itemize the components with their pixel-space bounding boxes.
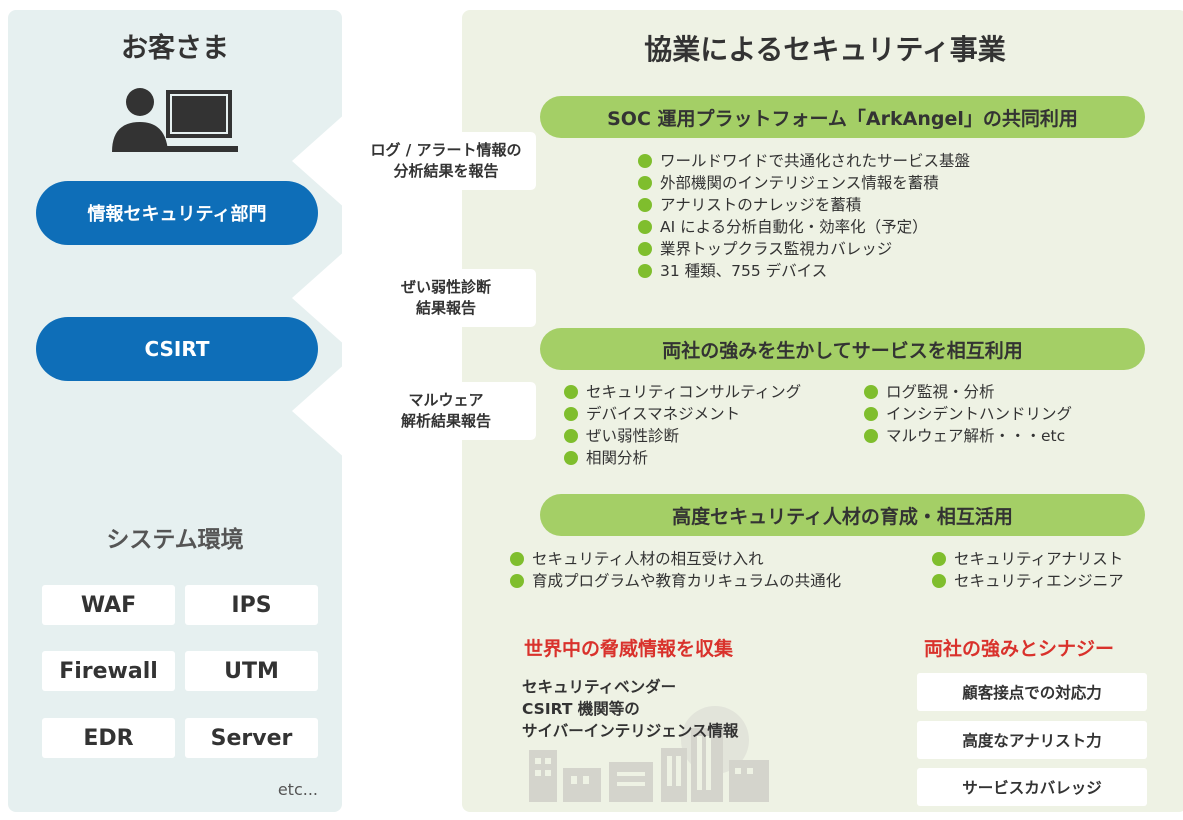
list-item: AI による分析自動化・効率化（予定） (636, 216, 970, 238)
system-box-edr: EDR (42, 718, 175, 758)
collaboration-title: 協業によるセキュリティ事業 (644, 33, 1006, 66)
arrow-label: マルウェア解析結果報告 (400, 391, 491, 430)
list-item: 31 種類、755 デバイス (636, 260, 970, 282)
synergy-box-analyst: 高度なアナリスト力 (917, 721, 1147, 759)
threat-intel-description: セキュリティベンダー CSIRT 機関等の サイバーインテリジェンス情報 (522, 678, 739, 740)
section-heading-soc-platform: SOC 運用プラットフォーム「ArkAngel」の共同利用 (540, 96, 1145, 138)
section-heading-mutual-services: 両社の強みを生かしてサービスを相互利用 (540, 328, 1145, 370)
soc-platform-list: ワールドワイドで共通化されたサービス基盤 外部機関のインテリジェンス情報を蓄積 … (636, 150, 970, 282)
system-box-server: Server (185, 718, 318, 758)
list-item: セキュリティコンサルティング (562, 381, 801, 403)
list-item: マルウェア解析・・・etc (862, 425, 1072, 447)
list-item: インシデントハンドリング (862, 403, 1072, 425)
user-at-computer-icon (112, 88, 238, 152)
list-item: ワールドワイドで共通化されたサービス基盤 (636, 150, 970, 172)
list-item: 育成プログラムや教育カリキュラムの共通化 (508, 570, 841, 592)
talent-list-right: セキュリティアナリスト セキュリティエンジニア (930, 548, 1124, 592)
arrow-label: ぜい弱性診断結果報告 (400, 278, 491, 317)
arrow-label: ログ / アラート情報の分析結果を報告 (370, 141, 522, 180)
list-item: 外部機関のインテリジェンス情報を蓄積 (636, 172, 970, 194)
system-box-waf: WAF (42, 585, 175, 625)
list-item: セキュリティアナリスト (930, 548, 1124, 570)
mutual-services-list-left: セキュリティコンサルティング デバイスマネジメント ぜい弱性診断 相関分析 (562, 381, 801, 469)
customer-title: お客さま (121, 33, 229, 64)
list-item: ぜい弱性診断 (562, 425, 801, 447)
list-item: 業界トップクラス監視カバレッジ (636, 238, 970, 260)
left-arrow-icon (292, 241, 536, 355)
talent-list-left: セキュリティ人材の相互受け入れ 育成プログラムや教育カリキュラムの共通化 (508, 548, 841, 592)
list-item: アナリストのナレッジを蓄積 (636, 194, 970, 216)
synergy-box-coverage: サービスカバレッジ (917, 768, 1147, 806)
list-item: ログ監視・分析 (862, 381, 1072, 403)
report-arrow-malware: マルウェア解析結果報告 (290, 352, 538, 470)
threat-intel-title: 世界中の脅威情報を収集 (524, 638, 734, 660)
system-box-ips: IPS (185, 585, 318, 625)
synergy-title: 両社の強みとシナジー (924, 638, 1115, 660)
report-arrow-vulnerability: ぜい弱性診断結果報告 (290, 239, 538, 357)
system-etc-label: etc... (277, 780, 318, 799)
list-item: 相関分析 (562, 447, 801, 469)
report-arrow-log-alert: ログ / アラート情報の分析結果を報告 (290, 102, 538, 220)
section-heading-talent: 高度セキュリティ人材の育成・相互活用 (540, 494, 1145, 536)
city-skyline-icon (529, 706, 769, 802)
infosec-department-pill: 情報セキュリティ部門 (36, 181, 318, 245)
list-item: セキュリティエンジニア (930, 570, 1124, 592)
list-item: セキュリティ人材の相互受け入れ (508, 548, 841, 570)
mutual-services-list-right: ログ監視・分析 インシデントハンドリング マルウェア解析・・・etc (862, 381, 1072, 447)
left-arrow-icon (292, 354, 536, 468)
system-box-utm: UTM (185, 651, 318, 691)
system-box-firewall: Firewall (42, 651, 175, 691)
synergy-box-customer-contact: 顧客接点での対応力 (917, 673, 1147, 711)
system-environment-title: システム環境 (106, 527, 244, 553)
list-item: デバイスマネジメント (562, 403, 801, 425)
left-arrow-icon (292, 104, 536, 218)
csirt-pill: CSIRT (36, 317, 318, 381)
